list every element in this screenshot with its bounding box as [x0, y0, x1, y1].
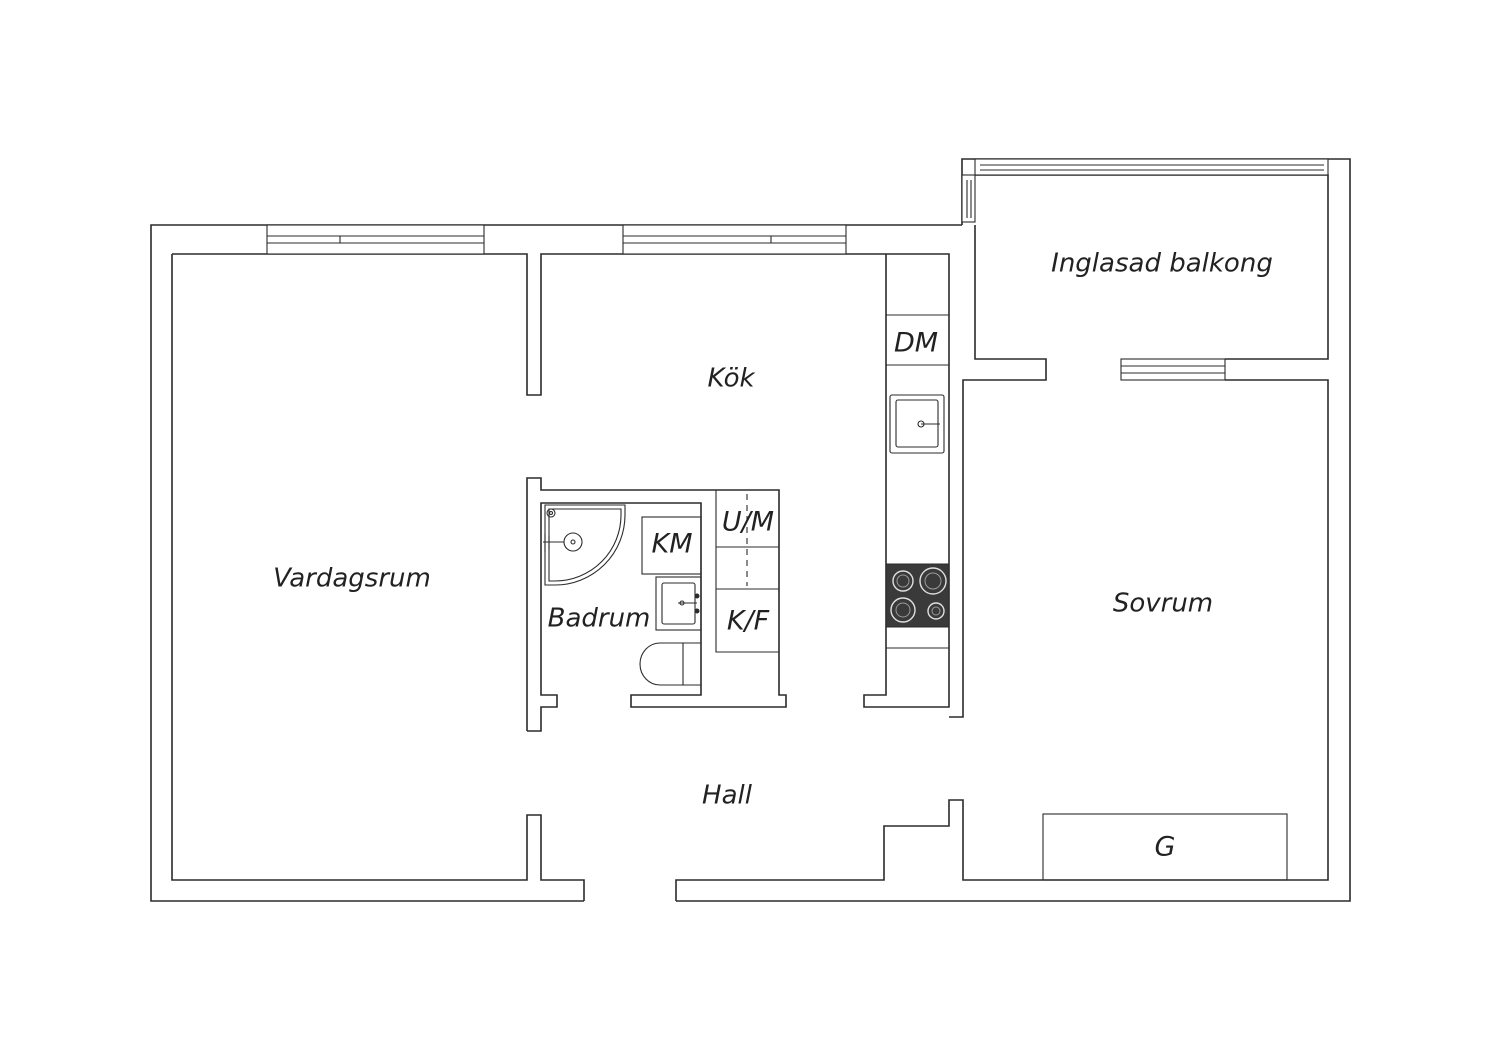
room-label-kok: Kök [707, 364, 755, 394]
balcony-walls [949, 158, 1329, 718]
bathroom-fixtures [543, 504, 702, 686]
washing-machine [641, 516, 702, 575]
shower-drain-icon [563, 532, 583, 552]
wardrobe [1042, 813, 1288, 881]
bathroom-sink [655, 576, 702, 631]
fixture-label-kf: K/F [727, 606, 770, 637]
kitchen-sink [889, 394, 945, 454]
bathroom-walls [526, 477, 787, 732]
room-label-hall: Hall [702, 781, 753, 811]
stove [885, 563, 950, 628]
room-label-balkong: Inglasad balkong [1051, 249, 1273, 279]
fixture-label-um: U/M [722, 507, 774, 538]
kitchen-counter [715, 314, 950, 653]
room-label-sovrum: Sovrum [1113, 589, 1213, 619]
kitchen-window [622, 224, 847, 255]
shower-cabin [544, 504, 626, 586]
toilet [639, 642, 684, 686]
fixture-label-dm: DM [894, 328, 938, 359]
room-label-vardagsrum: Vardagsrum [273, 564, 431, 594]
balcony-glazing-top [974, 158, 1329, 176]
room-label-badrum: Badrum [548, 604, 651, 634]
living-room-window [266, 224, 485, 255]
fixture-label-g: G [1155, 832, 1176, 863]
windows [266, 224, 847, 255]
fixture-label-km: KM [651, 529, 692, 560]
balcony-glazing-side [961, 174, 976, 223]
bedroom-window [1120, 358, 1226, 381]
